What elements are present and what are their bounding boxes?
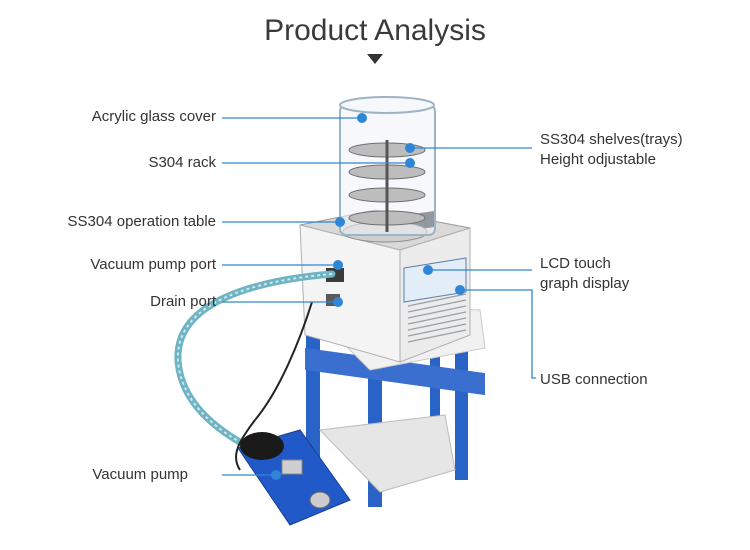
label-ss304-operation-table: SS304 operation table	[67, 213, 216, 230]
label-lcd-line1: LCD touch	[540, 255, 611, 272]
label-shelves-line1: SS304 shelves(trays)	[540, 131, 683, 148]
label-vacuum-pump: Vacuum pump	[92, 466, 188, 483]
callout-lines	[222, 117, 536, 476]
acrylic-cover	[339, 96, 436, 236]
label-usb-connection: USB connection	[540, 371, 648, 388]
page-title: Product Analysis	[264, 14, 486, 47]
label-vacuum-pump-port: Vacuum pump port	[90, 256, 216, 273]
label-acrylic-glass-cover: Acrylic glass cover	[91, 108, 216, 125]
label-lcd-line2: graph display	[540, 275, 630, 292]
vacuum-pump	[237, 429, 351, 526]
label-s304-rack: S304 rack	[148, 154, 216, 171]
label-shelves-line2: Height odjustable	[540, 151, 656, 168]
callout-dots	[271, 113, 465, 480]
down-arrow-icon	[367, 54, 383, 64]
label-drain-port: Drain port	[150, 293, 216, 310]
